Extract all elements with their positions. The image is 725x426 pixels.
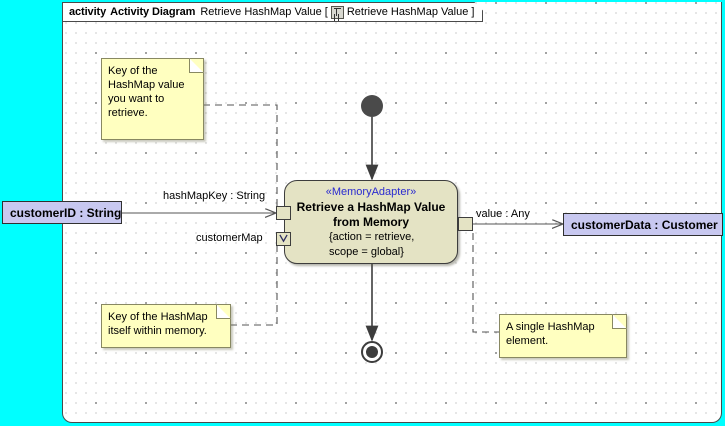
final-node-inner bbox=[366, 346, 378, 358]
note-line-2: itself within memory. bbox=[108, 325, 207, 337]
note-line-4: retrieve. bbox=[108, 107, 148, 119]
value-pin-customermap[interactable] bbox=[276, 232, 291, 246]
frame-header-tab: activity Activity Diagram Retrieve HashM… bbox=[62, 2, 483, 22]
note-line-1: A single HashMap bbox=[506, 321, 595, 333]
action-properties-line2: scope = global} bbox=[329, 246, 404, 258]
action-name-line2: from Memory bbox=[332, 215, 409, 229]
note-line-3: you want to bbox=[108, 93, 165, 105]
note-single-element[interactable]: A single HashMap element. bbox=[499, 314, 627, 358]
action-name-line1: Retrieve a HashMap Value bbox=[296, 200, 446, 214]
activity-diagram-icon bbox=[331, 6, 344, 19]
initial-node[interactable] bbox=[361, 95, 383, 117]
note-line-1: Key of the HashMap bbox=[108, 311, 208, 323]
label-value-any: value : Any bbox=[476, 208, 530, 220]
note-hashmap-itself[interactable]: Key of the HashMap itself within memory. bbox=[101, 304, 231, 348]
label-hashmapkey: hashMapKey : String bbox=[163, 190, 266, 202]
frame-diagram-name: Retrieve HashMap Value bbox=[200, 6, 322, 18]
output-pin-value[interactable] bbox=[458, 217, 473, 231]
action-node[interactable]: «MemoryAdapter» Retrieve a HashMap Value… bbox=[284, 180, 458, 264]
input-pin-hashmapkey[interactable] bbox=[276, 206, 291, 220]
action-properties-line1: {action = retrieve, bbox=[329, 231, 415, 243]
note-hashmap-key-value[interactable]: Key of the HashMap value you want to ret… bbox=[101, 58, 204, 140]
action-stereotype: «MemoryAdapter» bbox=[325, 186, 417, 198]
label-customermap: customerMap bbox=[196, 232, 263, 244]
note-line-2: element. bbox=[506, 335, 549, 347]
frame-bracket-close: ] bbox=[471, 6, 475, 18]
frame-keyword: activity bbox=[69, 6, 107, 18]
activity-parameter-customerdata[interactable]: customerData : Customer bbox=[563, 213, 723, 236]
frame-type-label: Activity Diagram bbox=[110, 6, 196, 18]
note-line-2: HashMap value bbox=[108, 79, 185, 91]
activity-parameter-customerid[interactable]: customerID : String bbox=[2, 201, 122, 224]
note-line-1: Key of the bbox=[108, 65, 158, 77]
value-pin-arrow-icon bbox=[279, 234, 288, 243]
frame-bracket-open: [ bbox=[324, 6, 328, 18]
activity-final-node[interactable] bbox=[361, 341, 383, 363]
frame-qualified-name: Retrieve HashMap Value bbox=[346, 6, 469, 18]
activity-parameter-customerdata-label: customerData : Customer bbox=[571, 217, 718, 232]
activity-parameter-customerid-label: customerID : String bbox=[10, 205, 122, 220]
